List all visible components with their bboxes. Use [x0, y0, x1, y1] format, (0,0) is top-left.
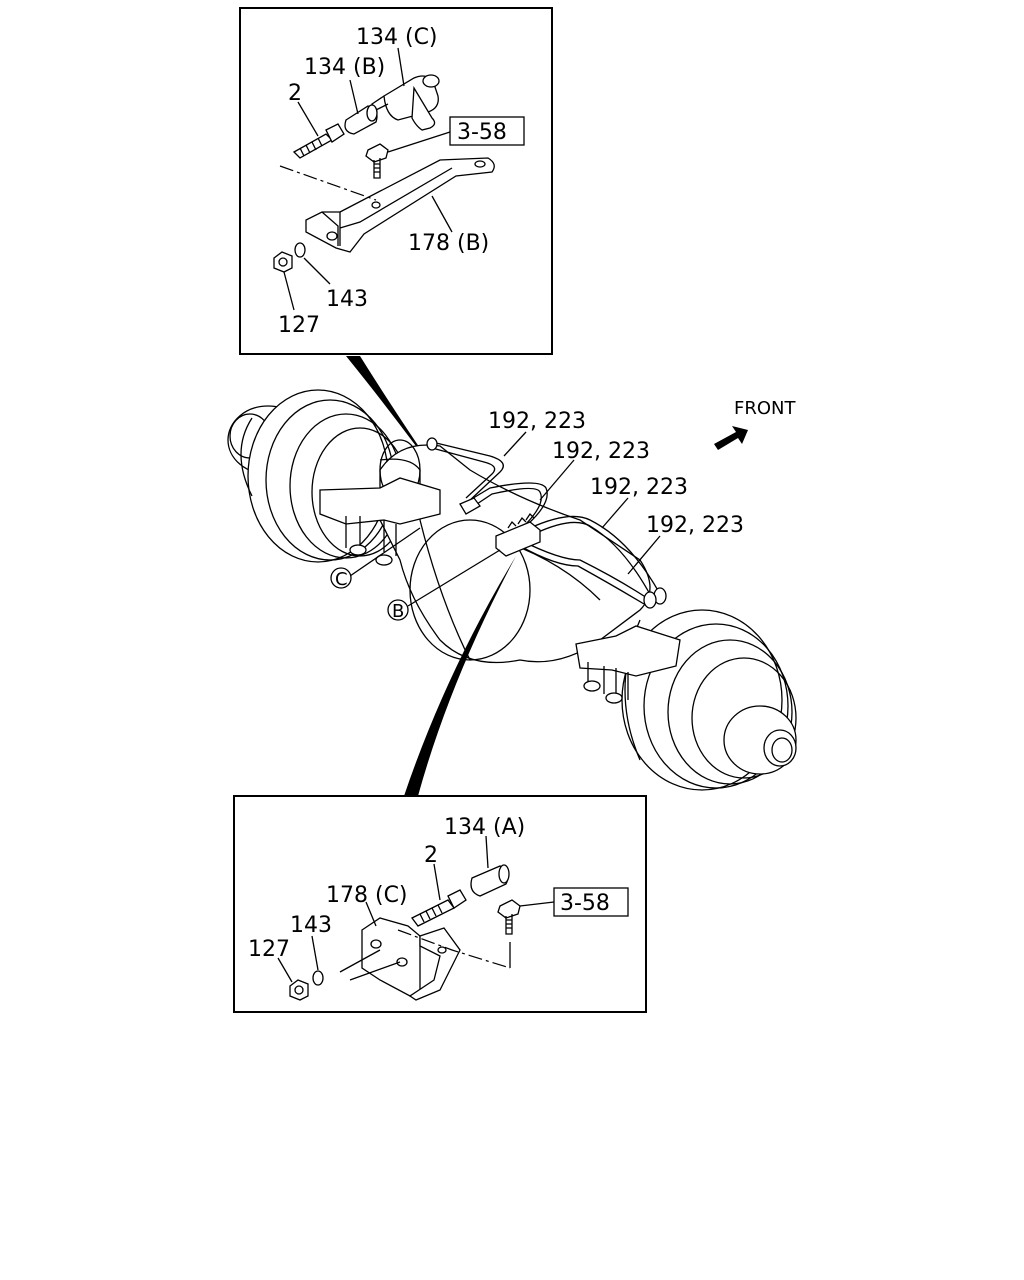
marker-b: B: [387, 599, 409, 622]
callout-127-top: 127: [278, 313, 320, 338]
leader-marker-b: [407, 549, 501, 607]
leader-pipe-1: [503, 431, 527, 457]
callout-178c: 178 (C): [326, 883, 408, 908]
nut-127-top: [273, 251, 293, 273]
ref-box-top: [449, 116, 525, 146]
pipe-callout-3: 192, 223: [590, 475, 688, 500]
callout-134a: 134 (A): [444, 815, 525, 840]
callout-134c: 134 (C): [356, 25, 438, 50]
tee-fitting-134c: [371, 74, 440, 131]
centerline-top: [279, 165, 377, 201]
nut-127-bottom: [289, 979, 309, 1001]
svg-text:C: C: [335, 569, 348, 590]
washer-143-top: [294, 242, 306, 258]
top-inset: 134 (C) 134 (B) 2 3-58 178 (B) 143 127: [239, 7, 553, 355]
callout-127-bottom: 127: [248, 937, 290, 962]
svg-text:B: B: [392, 601, 404, 622]
front-arrow-icon: [714, 426, 748, 450]
callout-143-bottom: 143: [290, 913, 332, 938]
top-inset-frame: [239, 7, 553, 355]
brake-pipes: [426, 437, 667, 609]
leader-pipe-3: [601, 497, 629, 529]
callout-2-bottom: 2: [424, 843, 438, 868]
leader-pipe-4: [627, 535, 661, 575]
bolt-top: [365, 143, 389, 179]
marker-c: C: [330, 567, 352, 590]
nipple-2-bottom: [411, 889, 467, 927]
connector-bottom: [404, 556, 516, 796]
front-label: FRONT: [734, 398, 796, 419]
bracket-178c: [361, 917, 461, 1001]
front-indicator: FRONT: [714, 398, 796, 450]
axle-assembly: 192, 223 192, 223 192, 223 192, 223 C B: [227, 389, 797, 791]
pipe-callout-2: 192, 223: [552, 439, 650, 464]
leaders-bottom: [277, 835, 555, 983]
callout-143-top: 143: [326, 287, 368, 312]
washer-guide: [339, 949, 401, 981]
bolt-bottom: [497, 899, 521, 935]
centerline-bottom: [397, 929, 511, 969]
nipple-2: [292, 123, 345, 159]
callout-2-top: 2: [288, 81, 302, 106]
junction-block: [459, 497, 541, 557]
callout-ref-bottom: 3-58: [560, 891, 610, 916]
right-spring-seat: [575, 625, 681, 704]
sleeve-134a: [470, 864, 510, 897]
leaders-top: [283, 47, 453, 311]
bracket-178b: [305, 157, 495, 253]
washer-143-bottom: [312, 970, 324, 986]
leader-marker-c: [349, 527, 421, 577]
bottom-inset-frame: [233, 795, 647, 1013]
sleeve-134b: [344, 104, 378, 135]
pipe-callout-4: 192, 223: [646, 513, 744, 538]
callout-178b: 178 (B): [408, 231, 489, 256]
bottom-inset: 134 (A) 2 178 (C) 143 127 3-58: [233, 795, 647, 1013]
leader-pipe-2: [539, 459, 575, 501]
callout-134b: 134 (B): [304, 55, 385, 80]
pipe-callout-1: 192, 223: [488, 409, 586, 434]
callout-ref-top: 3-58: [457, 120, 507, 145]
left-spring-seat: [319, 477, 441, 566]
